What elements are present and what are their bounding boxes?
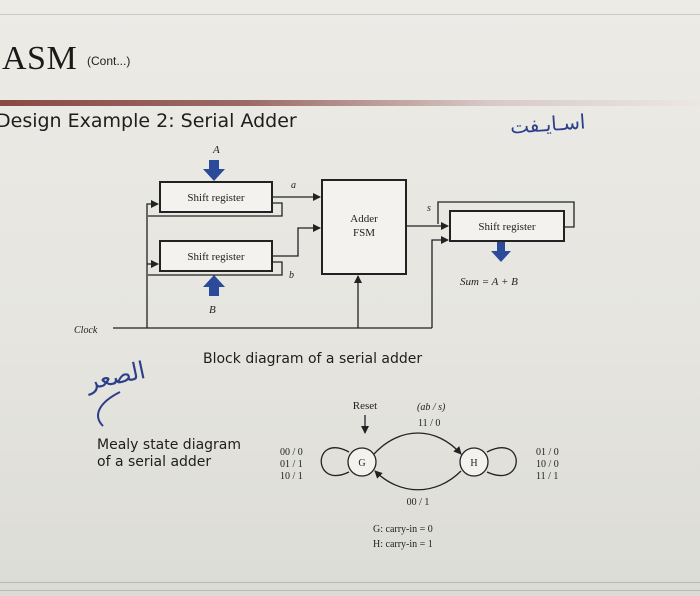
signal-a-label: a [291,180,296,191]
adder-fsm-block [321,179,407,275]
state-g-label: G [358,458,365,469]
footer-line [0,582,700,583]
self-loop-h [486,447,517,477]
self-loop-h-label: 01 / 0 [536,447,559,458]
signal-s-label: s [427,203,431,214]
clock-label: Clock [74,325,98,336]
register-b-feedback [148,261,283,276]
self-loop-g-label: 10 / 1 [280,471,303,482]
clock-to-register-a [146,200,159,328]
shift-register-b-label: Shift register [187,251,244,263]
self-loop-g-label: 00 / 0 [280,447,303,458]
sum-label: Sum = A + B [460,276,518,288]
fsm-label: FSM [353,227,375,239]
shift-register-output [449,210,565,242]
state-h [459,447,489,477]
transition-h-to-g [374,470,462,491]
input-b-arrow [203,275,225,296]
design-example-heading: Design Example 2: Serial Adder [0,110,297,132]
mealy-description: Mealy state diagram of a serial adder [97,437,242,470]
self-loop-h-label: 11 / 1 [536,471,558,482]
inputs-label: (ab / s) [417,402,446,413]
self-loop-h-label: 10 / 0 [536,459,559,470]
slide-title: ASM [2,40,78,77]
signal-b-line [272,224,321,257]
top-border-line [0,14,700,15]
shift-register-a-label: Shift register [187,192,244,204]
sum-arrow [491,242,511,262]
transition-g-to-h [373,432,462,455]
transition-h-g-label: 00 / 1 [407,497,430,508]
state-h-label: H [470,458,477,469]
state-g [347,447,377,477]
reset-label: Reset [353,400,377,412]
register-a-feedback [148,202,283,217]
output-register-feedback [437,201,575,228]
signal-b-label: b [289,270,294,281]
footer-line [0,590,700,591]
block-diagram-caption: Block diagram of a serial adder [203,351,423,367]
legend-h: H: carry-in = 1 [373,539,433,550]
input-b-label: B [209,304,216,316]
slide-title-suffix: (Cont...) [87,54,131,68]
legend-g: G: carry-in = 0 [373,524,433,535]
self-loop-h-labels: 01 / 0 10 / 0 11 / 1 [536,447,559,482]
input-a-label: A [212,144,220,156]
transition-g-h-label: 11 / 0 [418,418,440,429]
shift-register-b [159,240,273,272]
self-loop-g-labels: 00 / 0 01 / 1 10 / 1 [280,447,303,482]
input-a-arrow [203,160,225,181]
shift-register-output-label: Shift register [478,221,535,233]
adder-label: Adder [350,213,378,225]
self-loop-g-label: 01 / 1 [280,459,303,470]
self-loop-g [320,447,350,477]
title-divider-bar [0,100,700,106]
clock-to-output-register [431,236,449,328]
handwritten-arrow [97,391,121,427]
